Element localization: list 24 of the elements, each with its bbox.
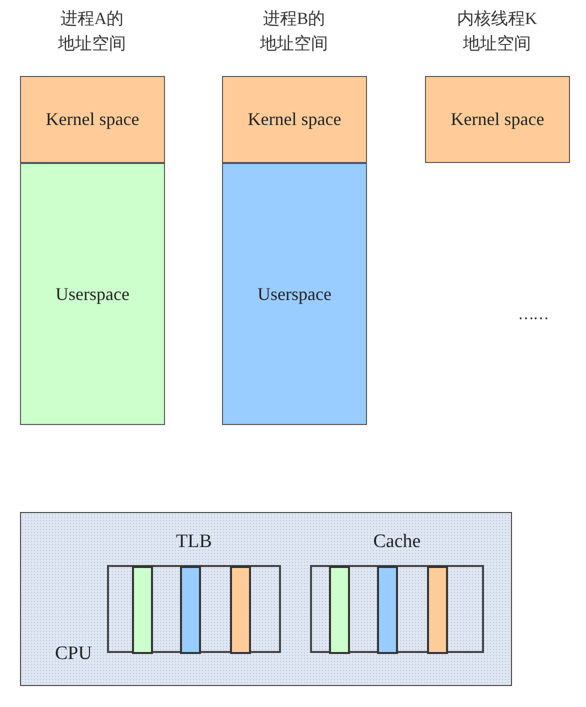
memory-region	[425, 76, 570, 163]
region-label: Kernel space	[46, 109, 140, 130]
entry-bar	[180, 566, 201, 654]
memory-region	[222, 76, 367, 163]
entry-bar	[427, 566, 448, 654]
memory-region	[222, 163, 367, 425]
section-title: TLB	[175, 531, 213, 553]
memory-region	[20, 76, 165, 163]
region-label: Userspace	[56, 284, 130, 304]
cpu-panel	[20, 512, 512, 686]
entry-bar	[132, 566, 153, 654]
section-title: Cache	[372, 531, 422, 553]
ellipsis: ……	[518, 306, 548, 324]
column-heading: 进程A的地址空间	[57, 8, 127, 55]
region-label: Kernel space	[450, 109, 544, 130]
entry-bar	[377, 566, 398, 654]
region-label: Kernel space	[248, 109, 342, 130]
entry-bar	[329, 566, 350, 654]
cpu-label: CPU	[55, 643, 92, 665]
entry-bar	[230, 566, 251, 654]
region-label: Userspace	[258, 284, 332, 304]
column-heading: 进程B的地址空间	[259, 8, 329, 55]
column-heading: 内核线程K地址空间	[456, 8, 538, 55]
memory-region	[20, 163, 165, 425]
